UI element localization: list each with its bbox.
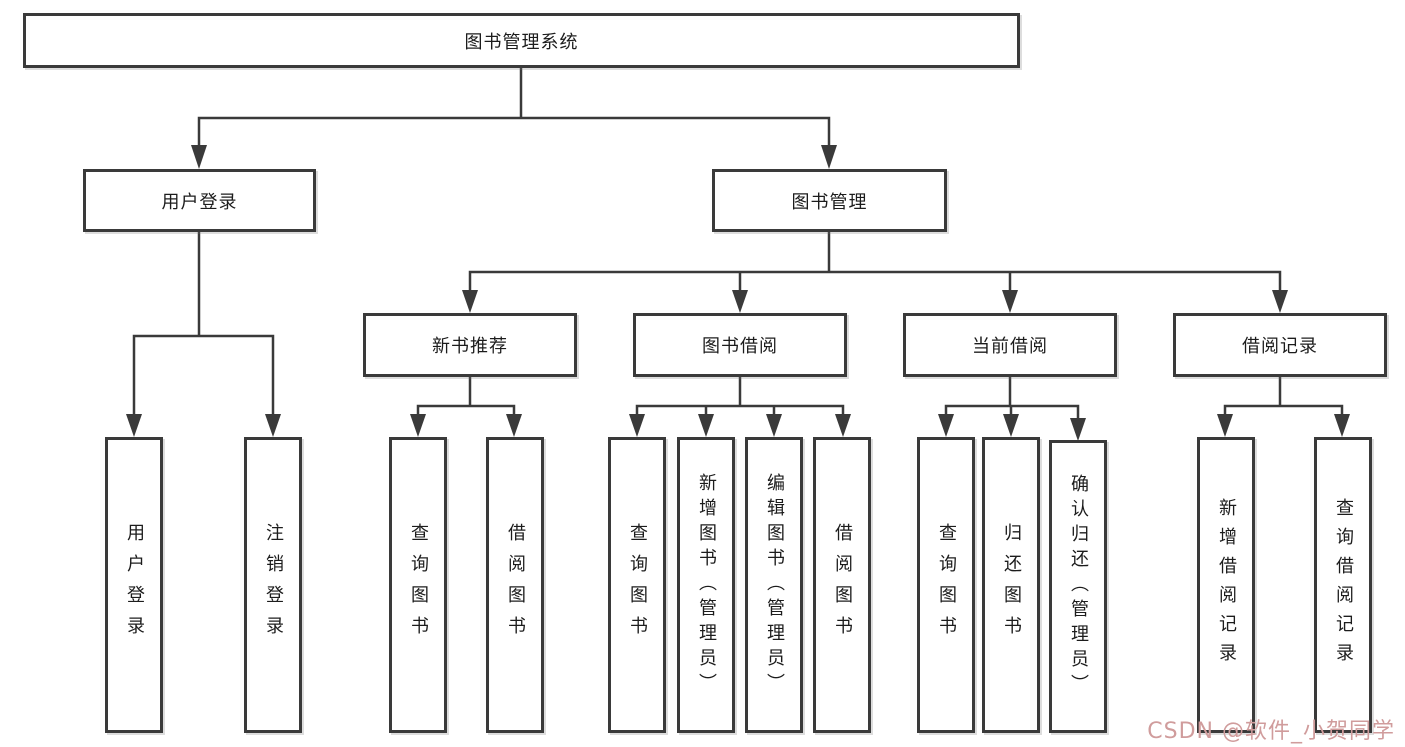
leaf-query-books-borrowing: 查询图书 <box>608 437 666 733</box>
node-new-book-recommend: 新书推荐 <box>363 313 577 377</box>
leaf-query-books-current: 查询图书 <box>917 437 975 733</box>
leaf-user-login: 用户登录 <box>105 437 163 733</box>
node-library-system: 图书管理系统 <box>23 13 1020 68</box>
leaf-add-books-admin: 新增图书（管理员） <box>677 437 735 733</box>
node-user-login: 用户登录 <box>83 169 316 232</box>
leaf-borrow-books-recommend: 借阅图书 <box>486 437 544 733</box>
branch-book-management <box>462 232 1288 313</box>
leaf-query-borrow-record: 查询借阅记录 <box>1314 437 1372 733</box>
branch-new-book-recommend <box>410 377 522 437</box>
leaf-confirm-return-admin: 确认归还（管理员） <box>1049 440 1107 733</box>
node-book-borrowing: 图书借阅 <box>633 313 847 377</box>
leaf-borrow-books-borrowing: 借阅图书 <box>813 437 871 733</box>
leaf-logout: 注销登录 <box>244 437 302 733</box>
branch-book-borrowing <box>629 377 851 437</box>
branch-user-login <box>126 232 281 437</box>
node-borrowing-records: 借阅记录 <box>1173 313 1387 377</box>
branch-root <box>191 68 837 169</box>
branch-current-borrowing <box>938 377 1086 441</box>
leaf-query-books-recommend: 查询图书 <box>389 437 447 733</box>
leaf-add-borrow-record: 新增借阅记录 <box>1197 437 1255 733</box>
node-book-management: 图书管理 <box>712 169 947 232</box>
node-current-borrowing: 当前借阅 <box>903 313 1117 377</box>
leaf-return-books: 归还图书 <box>982 437 1040 733</box>
branch-borrowing-records <box>1217 377 1350 437</box>
leaf-edit-books-admin: 编辑图书（管理员） <box>745 437 803 733</box>
csdn-watermark: CSDN @软件_小贺同学 <box>1147 719 1395 744</box>
